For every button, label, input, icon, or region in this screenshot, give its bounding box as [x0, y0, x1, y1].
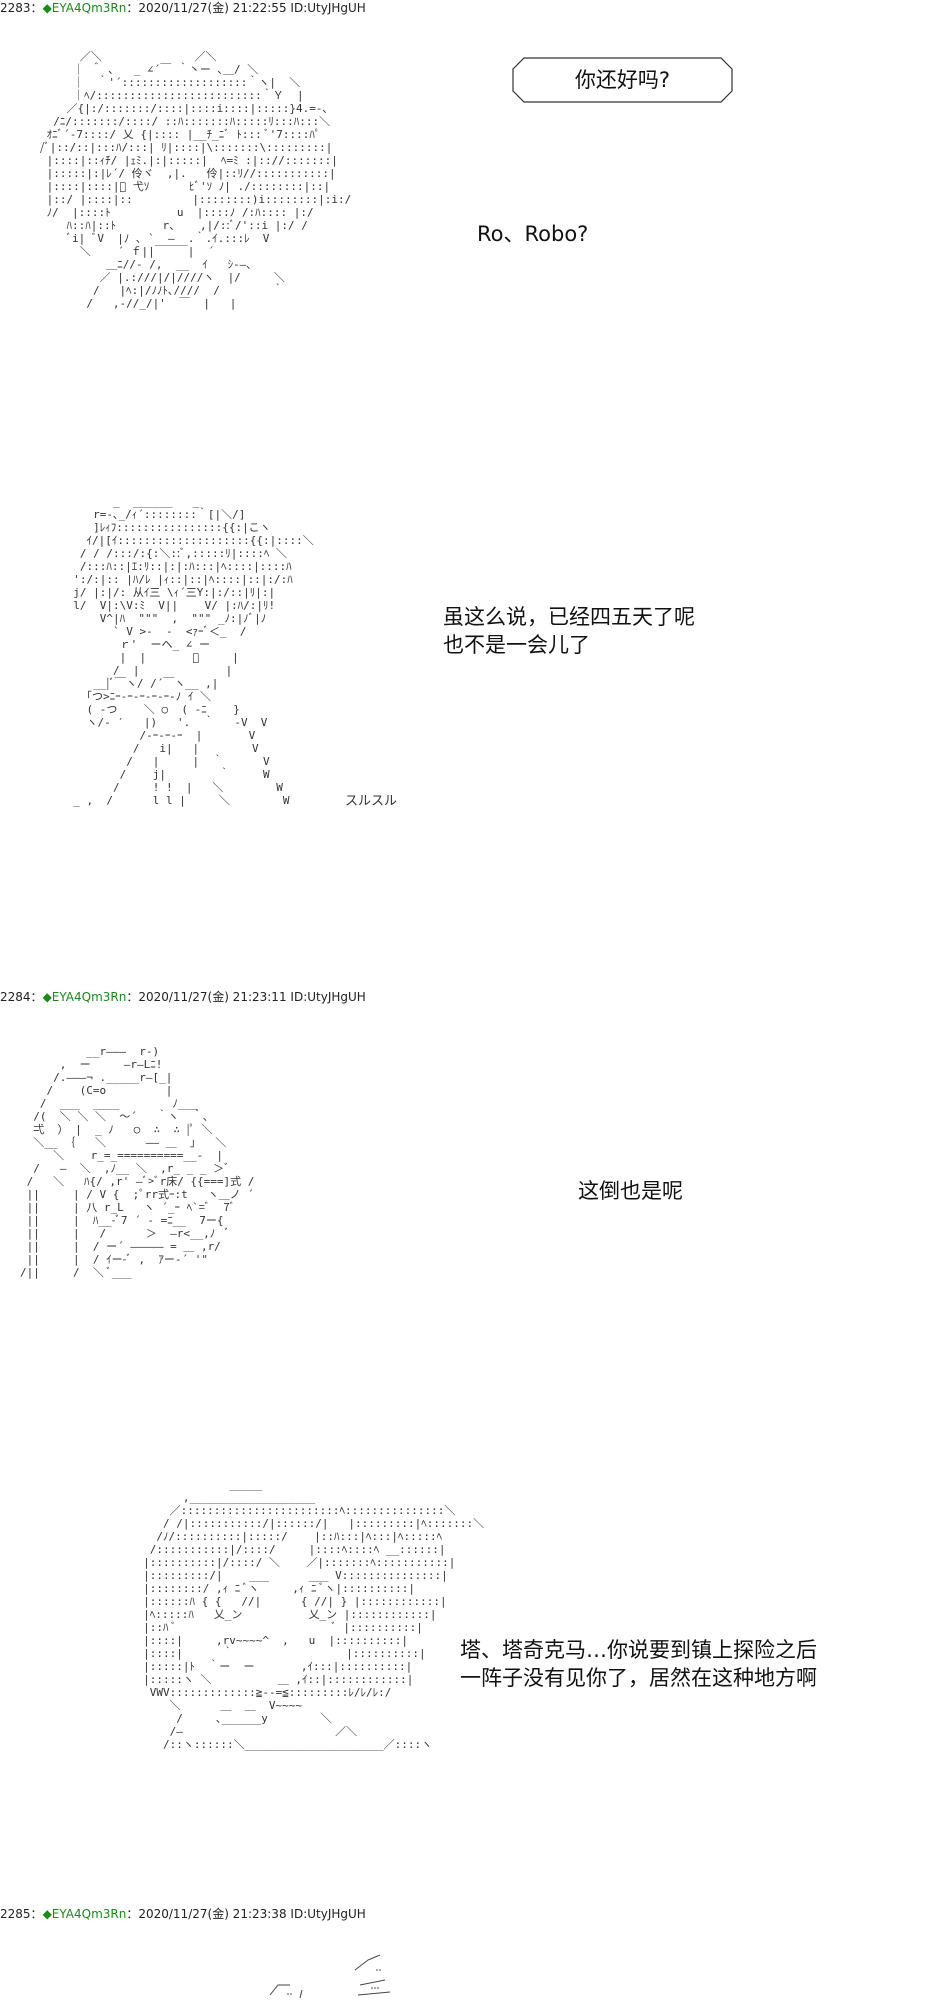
ascii-art-tachikoma-face: _____ ,___________________ ／::::::::::::…	[143, 1478, 485, 1751]
trip-diamond-icon: ◆	[42, 990, 52, 1004]
post-number[interactable]: 2284	[0, 990, 31, 1004]
speech-bubble: 你还好吗?	[510, 55, 735, 105]
post-number[interactable]: 2283	[0, 1, 31, 15]
post-number[interactable]: 2285	[0, 1907, 31, 1921]
partial-ascii-art-fragment-icon	[269, 1954, 391, 1999]
sound-effect-label: スルスル	[345, 794, 398, 809]
post-separator: ：	[30, 990, 43, 1004]
ascii-art-girl-character: _ ______ _ r=-､_/ｨ´::::::::｀[|＼/] ]ﾚｨﾌ::…	[73, 495, 314, 807]
post-header-2283: 2283：◆EYA4Qm3Rn：2020/11/27(金) 21:22:55 I…	[0, 0, 366, 16]
post-timestamp: ：2020/11/27(金) 21:23:11	[126, 990, 287, 1004]
speech-bubble-frame-icon	[512, 57, 733, 103]
dialog-that-is-true: 这倒也是呢	[578, 1179, 683, 1203]
trip-code: EYA4Qm3Rn	[51, 1, 127, 15]
dialog-four-five-days: 虽这么说，已经四五天了呢 也不是一会儿了	[443, 605, 695, 657]
trip-diamond-icon: ◆	[42, 1907, 52, 1921]
ascii-art-tachikoma-robot: __r――― r‐) , ー ―r―Lﾆ! /.―――¬ ._____r―[_|…	[20, 1045, 255, 1279]
poster-id: ID:UtyJHgUH	[290, 1, 366, 15]
poster-id: ID:UtyJHgUH	[290, 990, 366, 1004]
post-header-2284: 2284：◆EYA4Qm3Rn：2020/11/27(金) 21:23:11 I…	[0, 989, 366, 1005]
post-timestamp: ：2020/11/27(金) 21:23:38	[126, 1907, 287, 1921]
dialog-tachikoma-explore: 塔、塔奇克马…你说要到镇上探险之后 一阵子没有见你了，居然在这种地方啊	[460, 1638, 817, 1690]
poster-id: ID:UtyJHgUH	[290, 1907, 366, 1921]
ascii-art-robo-character: ／＼ ／＼ ｜ ＾ ､ _ ∠´￣ ｀丶ー ､＿/ ＼ ｜ ｀'´:::::::…	[40, 50, 352, 310]
dialog-ro-robo: Ro、Robo?	[477, 222, 589, 246]
post-separator: ：	[30, 1907, 43, 1921]
trip-code: EYA4Qm3Rn	[51, 990, 127, 1004]
trip-code: EYA4Qm3Rn	[51, 1907, 127, 1921]
post-header-2285: 2285：◆EYA4Qm3Rn：2020/11/27(金) 21:23:38 I…	[0, 1906, 366, 1922]
speech-bubble-text: 你还好吗?	[574, 68, 671, 92]
post-timestamp: ：2020/11/27(金) 21:22:55	[126, 1, 287, 15]
trip-diamond-icon: ◆	[42, 1, 52, 15]
post-separator: ：	[30, 1, 43, 15]
